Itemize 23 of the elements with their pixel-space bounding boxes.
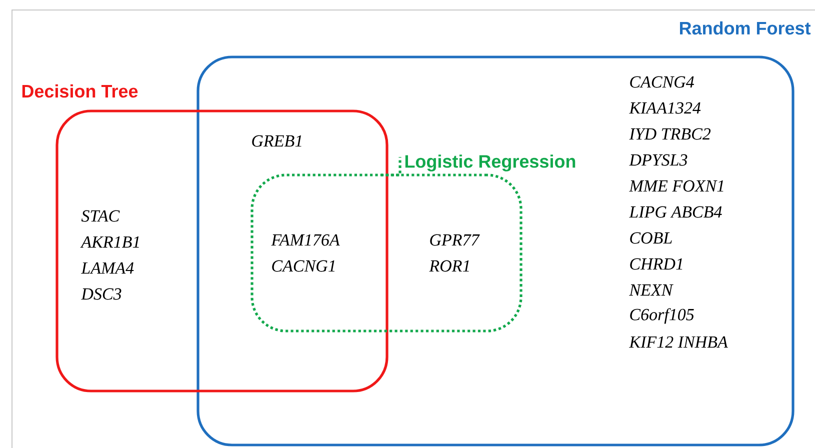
gene-label: CACNG1 [272, 260, 335, 272]
gene-label: AKR1B1 [80, 236, 139, 248]
gene-label: LAMA4 [81, 262, 134, 274]
gene-label: KIF12 INHBA [629, 336, 728, 348]
gene-label: C6orf105 [630, 308, 694, 324]
gene-label: DPYSL3 [629, 154, 688, 166]
gene-label: NEXN [629, 284, 674, 296]
gene-label: STAC [81, 210, 120, 222]
gene-label: MME FOXN1 [629, 180, 724, 192]
gene-label: GPR77 [430, 234, 480, 246]
gene-label: LIPG ABCB4 [629, 206, 722, 218]
gene-label: GREB1 [252, 135, 302, 147]
gene-label: KIAA1324 [629, 102, 701, 114]
set-title: Random Forest [680, 21, 811, 35]
gene-label: CHRD1 [630, 258, 682, 270]
gene-label: DSC3 [81, 288, 122, 300]
gene-label: CACNG4 [630, 76, 694, 88]
gene-label: IYD TRBC2 [629, 128, 711, 140]
gene-label: COBL [630, 232, 672, 244]
set-title: Logistic Regression [405, 154, 576, 172]
gene-label: ROR1 [429, 260, 469, 272]
gene-label: FAM176A [271, 234, 340, 246]
set-title: Decision Tree [22, 84, 138, 98]
